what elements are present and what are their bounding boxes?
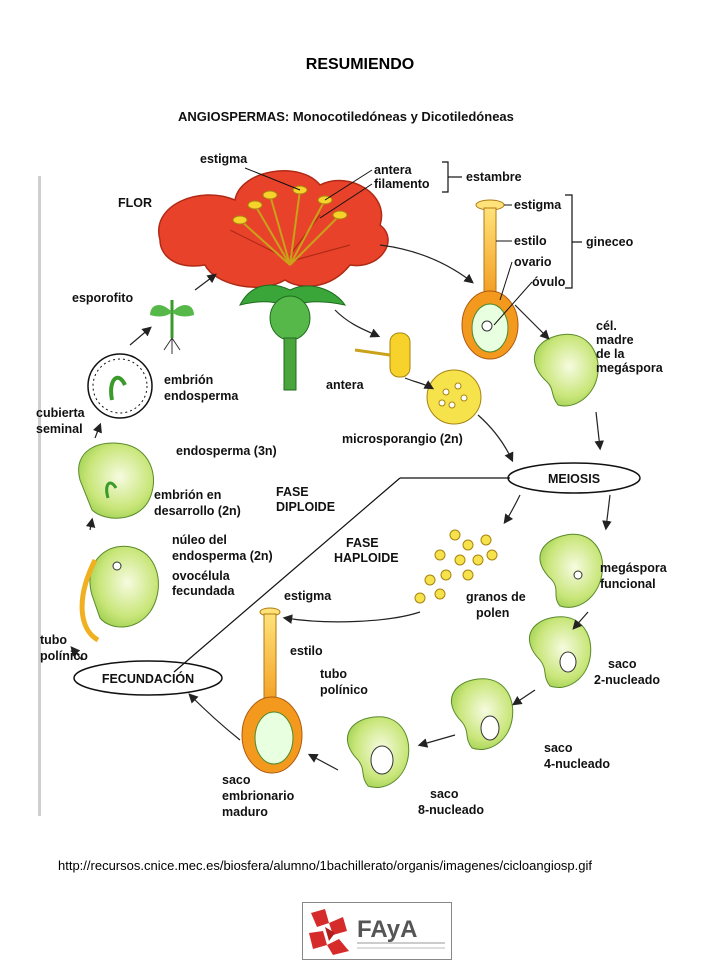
label-filamento: filamento (374, 177, 430, 191)
label-saco-embrionario-2: embrionario (222, 789, 295, 803)
anther-illustration (354, 332, 411, 378)
sac-2-nucleate (528, 616, 592, 688)
label-saco4-1: saco (544, 741, 573, 755)
label-nucleo-2: endosperma (2n) (172, 549, 273, 563)
label-estambre: estambre (466, 170, 522, 184)
label-embrion-desarrollo-2: desarrollo (2n) (154, 504, 241, 518)
label-tubo-polinico-left-1: tubo (40, 633, 67, 647)
faya-logo-mark: FAyA (309, 909, 445, 955)
label-antera-top: antera (374, 163, 413, 177)
sporophyte-seedling (150, 300, 194, 354)
label-saco2-1: saco (608, 657, 637, 671)
angiosperm-life-cycle-diagram: ANGIOSPERMAS: Monocotiledóneas y Dicotil… (36, 109, 668, 819)
label-estilo-low: estilo (290, 644, 323, 658)
label-saco8-1: saco (430, 787, 459, 801)
sac-8-nucleate (346, 716, 410, 788)
label-estigma-top: estigma (200, 152, 248, 166)
megaspore-mother-cell (533, 333, 599, 407)
label-cel-madre-1: cél. (596, 319, 617, 333)
label-tubo-polinico-mid-2: polínico (320, 683, 368, 697)
label-endosperma-3n: endosperma (3n) (176, 444, 277, 458)
label-fecundacion: FECUNDACIÓN (102, 671, 194, 686)
label-tubo-polinico-mid-1: tubo (320, 667, 347, 681)
sac-4-nucleate (450, 678, 514, 750)
label-flor: FLOR (118, 196, 152, 210)
label-cel-madre-2: madre (596, 333, 634, 347)
label-estigma-pistil: estigma (514, 198, 562, 212)
label-megaspora-2: funcional (600, 577, 656, 591)
label-saco-embrionario-3: maduro (222, 805, 268, 819)
label-ovocelula-1: ovocélula (172, 569, 231, 583)
label-megaspora-1: megáspora (600, 561, 668, 575)
fecundacion-oval (73, 660, 223, 696)
label-leaders (244, 167, 533, 326)
label-nucleo-1: núleo del (172, 533, 227, 547)
mature-embryo-sac-pistil (241, 607, 303, 774)
label-saco4-2: 4-nucleado (544, 757, 610, 771)
label-cubierta-1: cubierta (36, 406, 86, 420)
mature-seed (87, 353, 153, 419)
pollen-grains (414, 529, 498, 604)
label-meiosis: MEIOSIS (548, 472, 600, 486)
label-granos-1: granos de (466, 590, 526, 604)
label-saco8-2: 8-nucleado (418, 803, 484, 817)
page-title: RESUMIENDO (305, 56, 415, 73)
label-embrion-desarrollo-1: embrión en (154, 488, 221, 502)
functional-megaspore (539, 533, 604, 608)
fertilized-ovule (79, 545, 159, 643)
microsporangium-illustration (426, 369, 482, 425)
label-saco2-2: 2-nucleado (594, 673, 660, 687)
label-antera-mid: antera (326, 378, 365, 392)
source-url: http://recursos.cnice.mec.es/biosfera/al… (58, 858, 593, 873)
cycle-arrows (70, 244, 612, 771)
flower-illustration (157, 170, 389, 391)
logo-text: FAyA (357, 916, 417, 943)
pistil-illustration (461, 199, 519, 360)
label-saco-embrionario-1: saco (222, 773, 251, 787)
diagram-header: ANGIOSPERMAS: Monocotiledóneas y Dicotil… (178, 109, 514, 124)
label-embrion: embrión (164, 373, 213, 387)
label-ovario: ovario (514, 255, 552, 269)
label-gineceo: gineceo (586, 235, 634, 249)
label-ovulo: óvulo (532, 275, 566, 289)
label-fase-diploide-2: DIPLOIDE (276, 500, 335, 514)
label-tubo-polinico-left-2: polínico (40, 649, 88, 663)
image-border (38, 176, 41, 816)
developing-seed (78, 442, 154, 519)
label-endosperma: endosperma (164, 389, 239, 403)
phase-divider-line (173, 477, 401, 673)
bracket-lines (442, 161, 582, 289)
faya-logo: FAyA (302, 902, 452, 960)
label-estilo-pistil: estilo (514, 234, 547, 248)
label-estigma-low: estigma (284, 589, 332, 603)
label-fase-haploide-1: FASE (346, 536, 379, 550)
label-cel-madre-3: de la (596, 347, 626, 361)
label-fase-diploide-1: FASE (276, 485, 309, 499)
label-fase-haploide-2: HAPLOIDE (334, 551, 399, 565)
label-cel-madre-4: megáspora (596, 361, 664, 375)
label-microsporangio: microsporangio (2n) (342, 432, 463, 446)
label-cubierta-2: seminal (36, 422, 83, 436)
label-granos-2: polen (476, 606, 509, 620)
label-esporofito: esporofito (72, 291, 133, 305)
label-ovocelula-2: fecundada (172, 584, 236, 598)
